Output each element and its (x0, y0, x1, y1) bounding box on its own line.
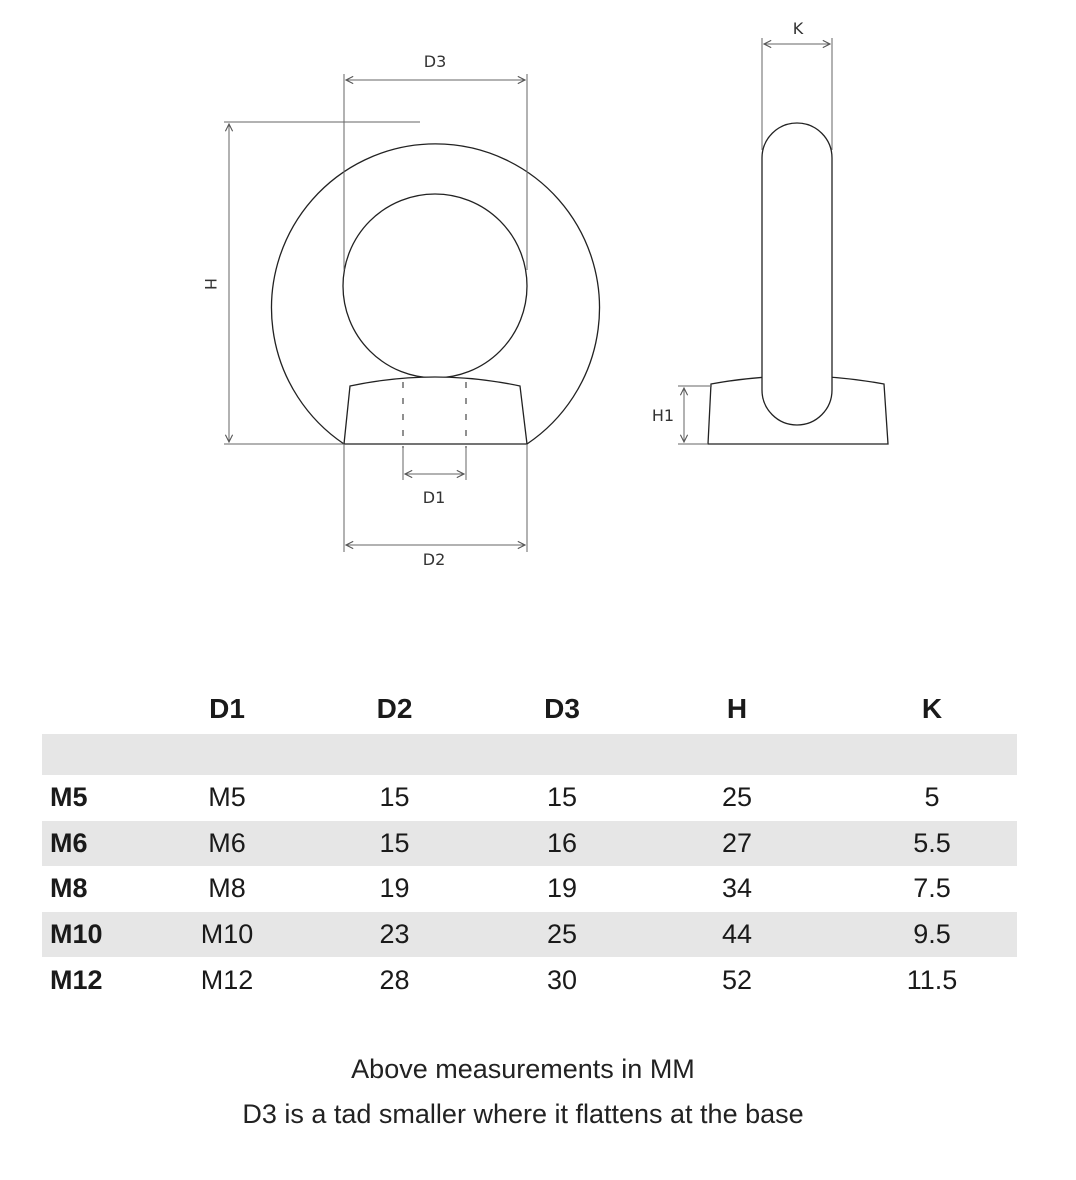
header-cell-h: H (726, 693, 748, 724)
label-h1: H1 (652, 406, 674, 425)
side-view (707, 122, 889, 445)
cell-d2: 28 (379, 964, 410, 995)
table-header-row: D1 D2 D3 H K (42, 684, 1017, 734)
cell-d1: M5 (208, 782, 246, 813)
cell-d3: 19 (546, 873, 578, 904)
outer-ring (270, 143, 601, 445)
label-k: K (793, 19, 804, 38)
cell-k: 7.5 (913, 873, 951, 904)
cell-d3: 15 (546, 782, 578, 813)
header-cell-d3: D3 (544, 693, 580, 724)
cell-d1: M10 (200, 919, 254, 950)
label-d2: D2 (423, 550, 446, 569)
table-row: M12 M12 28 30 52 11.5 (42, 957, 1017, 1003)
front-view (270, 143, 601, 448)
cell-d2: 19 (379, 873, 410, 904)
nut-base (343, 376, 528, 445)
d3-note: D3 is a tad smaller where it flattens at… (242, 1099, 804, 1129)
dimensions-table: D1 D2 D3 H K M5 M5 15 15 25 5 M6 M6 15 1… (42, 684, 1017, 1003)
label-d3: D3 (424, 52, 447, 71)
table-row: M5 M5 15 15 25 5 (42, 775, 1017, 821)
header-cell-d1: D1 (209, 693, 245, 724)
table-row: M8 M8 19 19 34 7.5 (42, 866, 1017, 912)
header-cell-d2: D2 (376, 693, 413, 724)
cell-k: 11.5 (906, 964, 958, 995)
row-size: M8 (50, 873, 88, 904)
cell-d3: 30 (546, 964, 578, 995)
cell-k: 9.5 (913, 919, 951, 950)
cell-h: 44 (721, 919, 753, 950)
cell-d2: 15 (379, 827, 410, 858)
cell-h: 27 (721, 827, 753, 858)
table-row: M10 M10 23 25 44 9.5 (42, 911, 1017, 958)
cell-d1: M6 (208, 827, 246, 858)
label-h: H (201, 278, 220, 290)
side-ring (761, 122, 833, 426)
cell-h: 34 (721, 873, 753, 904)
cell-d3: 16 (546, 827, 578, 858)
inner-hole (342, 193, 528, 379)
label-d1: D1 (423, 488, 446, 507)
header-cell-k: K (921, 693, 943, 724)
cell-d1: M8 (208, 873, 246, 904)
cell-d1: M12 (200, 964, 254, 995)
header-band (42, 734, 1017, 775)
cell-h: 25 (721, 782, 753, 813)
side-dimensions (678, 38, 833, 445)
cell-k: 5 (924, 782, 940, 813)
cell-k: 5.5 (913, 827, 951, 858)
eye-nut-technical-drawing: D3 H D1 D2 K H1 (201, 19, 889, 569)
row-size: M10 (50, 919, 103, 950)
cell-d2: 23 (379, 919, 410, 950)
row-size: M5 (50, 782, 88, 813)
front-dimensions (224, 74, 528, 552)
cell-d3: 25 (546, 919, 578, 950)
row-size: M6 (50, 827, 88, 858)
table-row: M6 M6 15 16 27 5.5 (42, 820, 1017, 867)
row-size: M12 (50, 964, 103, 995)
units-note: Above measurements in MM (351, 1054, 695, 1084)
cell-h: 52 (721, 964, 753, 995)
cell-d2: 15 (379, 782, 410, 813)
